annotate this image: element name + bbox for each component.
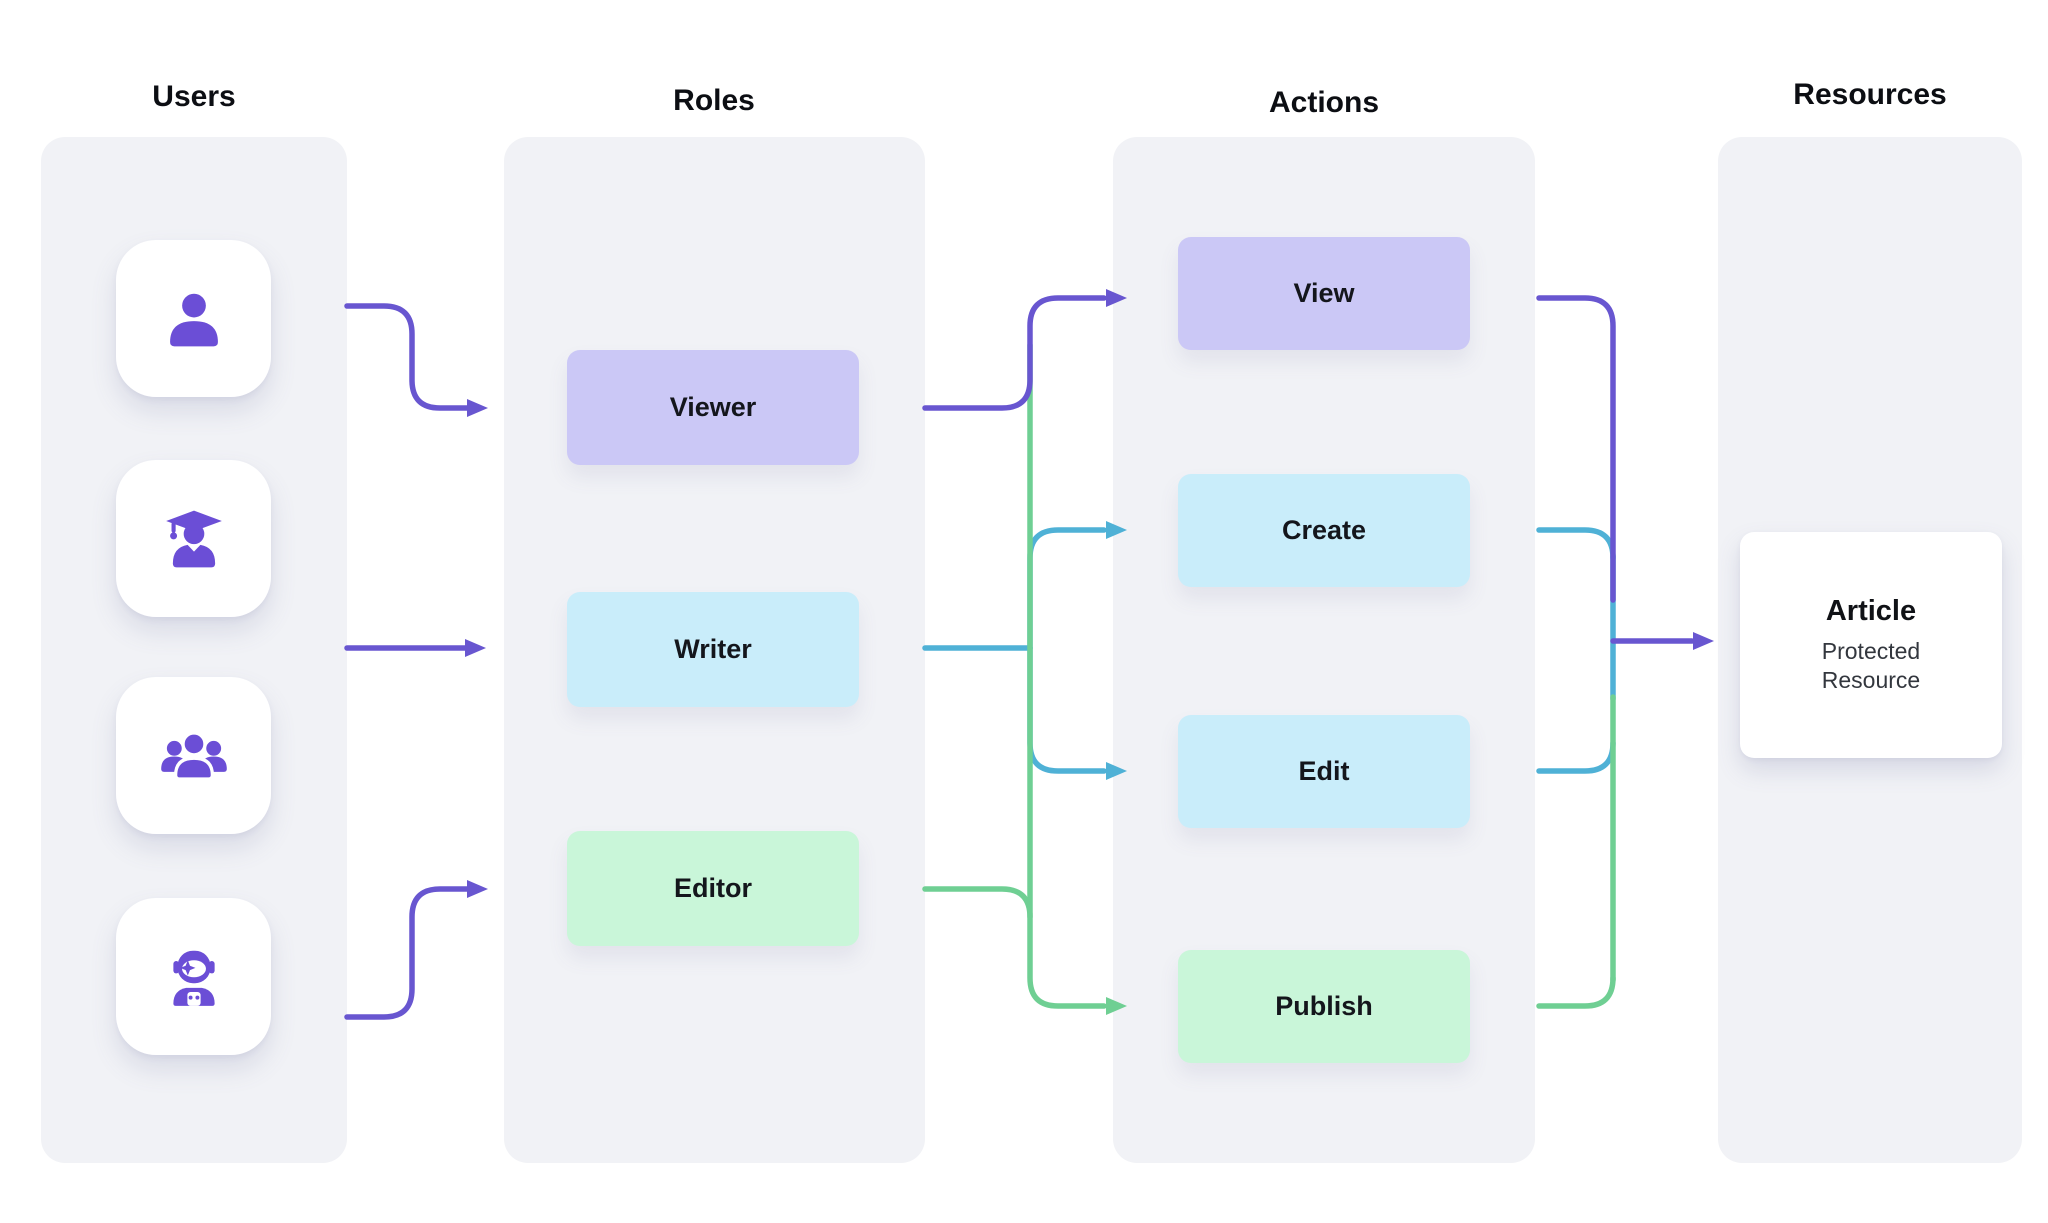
role-node-viewer: Viewer bbox=[567, 350, 859, 465]
user-card-3 bbox=[116, 677, 271, 834]
resource-card-article: Article Protected Resource bbox=[1740, 532, 2002, 758]
edge-heads-users-to-roles bbox=[465, 399, 488, 898]
user-graduate-icon bbox=[165, 510, 222, 567]
action-node-view: View bbox=[1178, 237, 1470, 350]
column-header-actions: Actions bbox=[1268, 86, 1380, 119]
users-panel bbox=[41, 137, 347, 1163]
column-header-resources: Resources bbox=[1793, 78, 1947, 111]
user-icon bbox=[169, 293, 218, 346]
role-node-writer: Writer bbox=[567, 592, 859, 707]
edges-users-to-roles bbox=[344, 303, 471, 1020]
edges-writer-to-actions bbox=[922, 527, 1107, 774]
column-header-users: Users bbox=[152, 80, 236, 113]
resources-panel: Article Protected Resource bbox=[1718, 137, 2022, 1163]
user-card-2 bbox=[116, 460, 271, 617]
edges-actions-to-resource-teal bbox=[1536, 527, 1616, 774]
action-node-create: Create bbox=[1178, 474, 1470, 587]
action-node-edit: Edit bbox=[1178, 715, 1470, 828]
users-group-icon bbox=[160, 730, 227, 781]
edge-head-to-article bbox=[1693, 632, 1714, 650]
column-header-roles: Roles bbox=[673, 84, 755, 117]
role-node-editor: Editor bbox=[567, 831, 859, 946]
actions-panel: View Create Edit Publish bbox=[1113, 137, 1535, 1163]
user-card-1 bbox=[116, 240, 271, 397]
edges-actions-to-resource-purple bbox=[1536, 295, 1695, 644]
action-node-publish: Publish bbox=[1178, 950, 1470, 1063]
resource-subtitle: Protected Resource bbox=[1821, 637, 1921, 693]
user-astronaut-icon bbox=[172, 950, 215, 1006]
roles-panel: Viewer Writer Editor bbox=[504, 137, 925, 1163]
edges-actions-to-resource-green bbox=[1536, 694, 1616, 1009]
resource-title: Article bbox=[1825, 594, 1917, 627]
user-card-4 bbox=[116, 898, 271, 1055]
edges-editor-to-actions bbox=[922, 342, 1107, 1009]
edge-viewer-to-view bbox=[922, 295, 1107, 411]
